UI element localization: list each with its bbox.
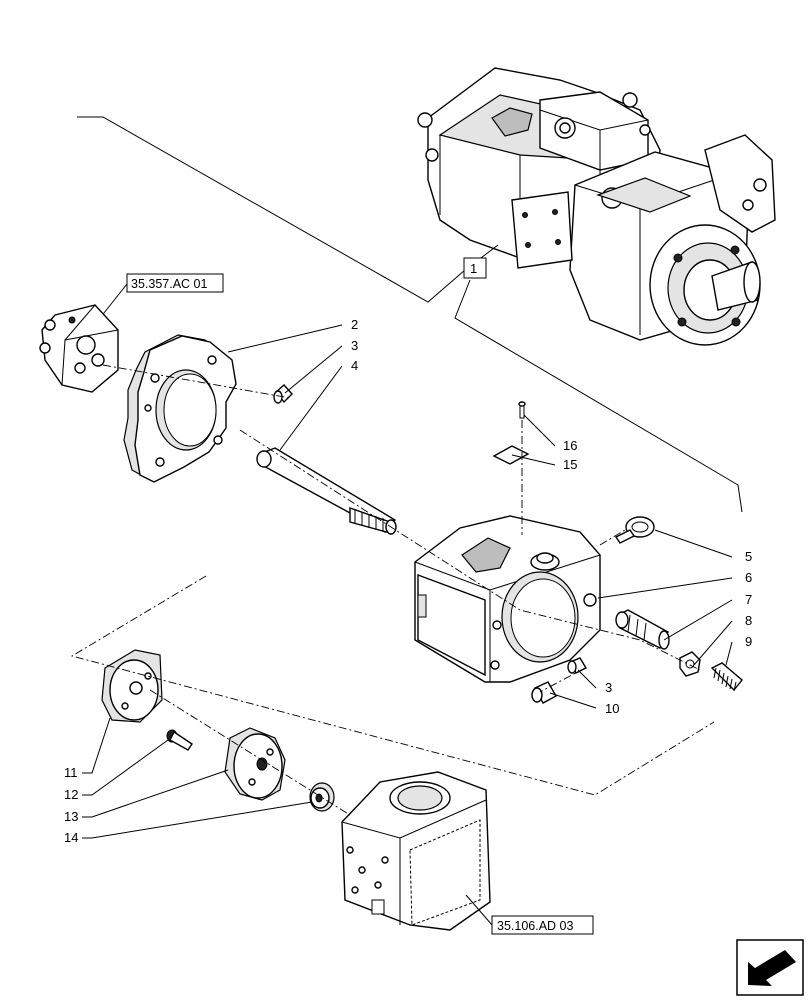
- callout-13[interactable]: 13: [64, 809, 78, 824]
- part-10-sleeve: [531, 681, 557, 704]
- part-9-stud: [710, 662, 743, 692]
- callout-1[interactable]: 1: [463, 257, 487, 279]
- part-6-pump-housing: [414, 515, 601, 683]
- callout-15[interactable]: 15: [563, 457, 577, 472]
- callout-6[interactable]: 6: [745, 570, 752, 585]
- part-12-bolt: [166, 729, 193, 751]
- callout-10[interactable]: 10: [605, 701, 619, 716]
- part-7-plug: [615, 609, 670, 650]
- callout-7[interactable]: 7: [745, 592, 752, 607]
- reference-35-357-ac-01[interactable]: 35.357.AC 01: [126, 273, 224, 293]
- part-3-pin-upper: [273, 384, 293, 404]
- part-15-plate: [492, 445, 530, 465]
- part-2-flange-plate: [123, 334, 237, 483]
- part-16-screw: [518, 401, 526, 419]
- callout-1-label: 1: [470, 261, 477, 276]
- callout-2[interactable]: 2: [351, 317, 358, 332]
- arrow-down-left-icon[interactable]: [736, 939, 804, 996]
- part-13-coupling: [224, 727, 286, 801]
- reference-35-106-ad-03[interactable]: 35.106.AD 03: [491, 915, 594, 935]
- part-14-spline-bushing: [309, 782, 335, 812]
- part-11-cover: [101, 649, 163, 723]
- callout-leader-lines: [82, 324, 733, 839]
- reference-bottom-label: 35.106.AD 03: [497, 919, 573, 933]
- callout-11[interactable]: 11: [64, 765, 78, 780]
- callout-4[interactable]: 4: [351, 358, 358, 373]
- main-pump-assembly: [417, 67, 776, 346]
- callout-9[interactable]: 9: [745, 634, 752, 649]
- part-5-eye-bolt: [614, 516, 655, 544]
- gear-pump-reference-part: [39, 304, 119, 393]
- callout-8[interactable]: 8: [745, 613, 752, 628]
- callout-16[interactable]: 16: [563, 438, 577, 453]
- callout-5[interactable]: 5: [745, 549, 752, 564]
- part-8-nut: [679, 651, 701, 677]
- part-4-shaft: [256, 447, 397, 535]
- callout-14[interactable]: 14: [64, 830, 78, 845]
- callout-numbers: 2 3 4 16 15 5 6 7 8 9 3 10 11 12 13 14: [64, 317, 752, 845]
- assembly-axis-lines: [70, 364, 715, 816]
- callout-3-lower[interactable]: 3: [605, 680, 612, 695]
- callout-12[interactable]: 12: [64, 787, 78, 802]
- reference-housing-part: [341, 771, 491, 931]
- reference-top-left-label: 35.357.AC 01: [131, 277, 207, 291]
- callout-3-upper[interactable]: 3: [351, 338, 358, 353]
